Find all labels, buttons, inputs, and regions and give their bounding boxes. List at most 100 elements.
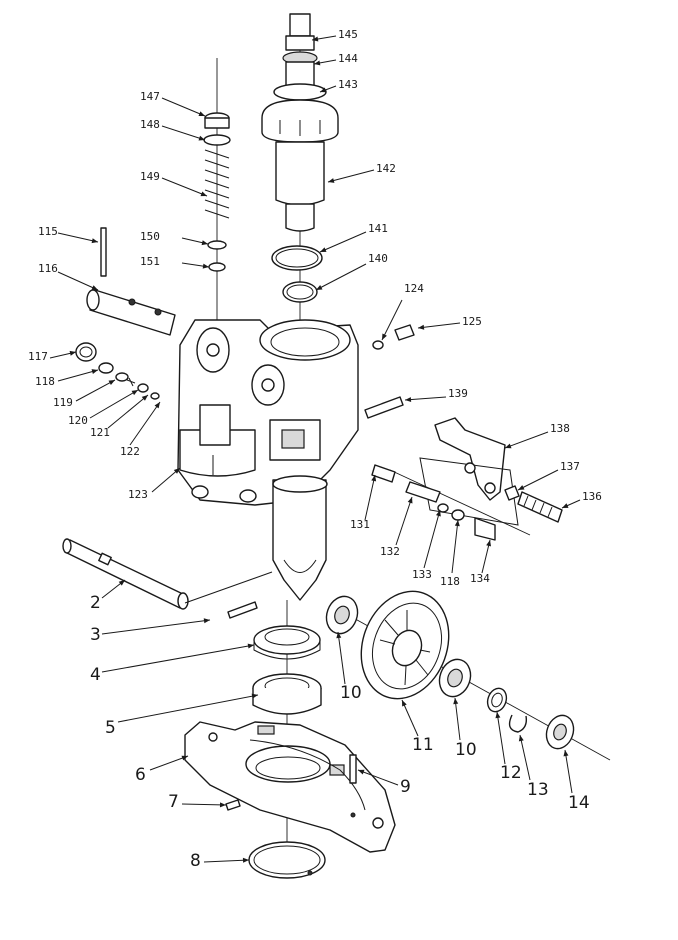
relief-valve-parts [75,342,160,400]
leader-line [129,401,161,446]
leader-arrowhead [402,700,407,707]
leader-arrowhead [201,240,208,246]
leader-arrowhead [418,324,425,330]
leader-arrowhead [316,285,323,290]
leader-line [203,859,250,863]
part-number-label: 121 [90,426,110,439]
part-number-label: 4 [90,665,101,685]
leader-line [57,271,99,291]
leader-line [451,519,459,574]
base-plate [184,721,396,879]
part-number-label: 12 [500,763,522,783]
leader-arrowhead [328,178,335,183]
leader-arrowhead [371,475,377,482]
leader-arrowhead [181,755,188,761]
part-number-label: 9 [400,777,411,797]
part-number-label: 118 [35,375,55,388]
leader-arrowhead [154,402,160,409]
leader-line [101,644,255,673]
leader-line [504,431,549,449]
part-number-label: 124 [404,282,424,295]
leader-line [149,755,189,771]
part-number-label: 141 [368,222,388,235]
leader-arrowhead [203,618,210,624]
part-number-label: 117 [28,350,48,363]
part-number-label: 115 [38,225,58,238]
leader-line [107,394,149,429]
leader-line [401,699,419,737]
leader-line [161,97,206,117]
part-number-label: 149 [140,170,160,183]
leader-arrowhead [69,350,76,356]
leader-line [454,697,461,741]
part-number-label: 142 [376,162,396,175]
leader-line [417,322,461,329]
part-number-label: 147 [140,90,160,103]
part-number-label: 139 [448,387,468,400]
leader-line [381,299,403,341]
leader-line [519,734,531,781]
leader-arrowhead [453,698,459,705]
part-number-label: 133 [412,568,432,581]
leader-arrowhead [198,135,205,141]
part-number-label: 145 [338,28,358,41]
part-number-label: 11 [412,735,434,755]
leader-arrowhead [118,580,125,586]
leader-line [337,631,346,685]
leader-arrowhead [454,520,460,527]
leader-arrowhead [405,397,412,403]
leader-arrowhead [407,497,413,504]
part-number-label: 8 [190,851,201,871]
part-number-label: 13 [527,780,549,800]
leader-arrowhead [314,60,321,66]
leader-line [423,509,441,569]
leader-arrowhead [358,769,365,775]
part-number-label: 138 [550,422,570,435]
leader-line [517,469,559,491]
leader-arrowhead [320,87,327,93]
leader-line [357,769,399,786]
part-number-callouts: 1451441431471481491421501511411401151161… [28,28,602,871]
leader-arrowhead [495,712,501,719]
leader-line [496,711,506,765]
leader-arrowhead [486,540,492,547]
release-lever-assembly [371,417,563,541]
part-number-label: 151 [140,255,160,268]
leader-line [57,369,99,382]
leader-line [117,694,259,723]
leader-line [161,177,208,197]
part-number-label: 120 [68,414,88,427]
part-number-label: 125 [462,315,482,328]
leader-arrowhead [173,468,180,474]
leader-arrowhead [505,443,512,449]
part-number-label: 140 [368,252,388,265]
leader-line [564,749,573,794]
part-number-label: 122 [120,445,140,458]
part-number-label: 118 [440,575,460,588]
leader-line [101,619,211,635]
leader-arrowhead [108,380,115,386]
part-number-label: 134 [470,572,490,585]
o-rings [271,245,323,303]
leader-arrowhead [91,285,98,290]
leader-arrowhead [202,263,209,269]
leader-arrowhead [131,390,138,396]
leader-arrowhead [91,238,98,244]
leader-line [181,803,227,806]
leader-arrowhead [336,632,342,639]
leader-arrowhead [91,369,98,375]
leader-line [364,474,376,521]
leader-line [319,231,367,253]
leader-line [57,232,99,243]
leader-arrowhead [251,693,258,699]
leader-line [161,125,206,141]
leader-arrowhead [518,485,525,490]
part-number-label: 3 [90,625,101,645]
part-number-label: 10 [340,683,362,703]
leader-line [395,496,413,546]
part-number-label: 132 [380,545,400,558]
part-number-label: 136 [582,490,602,503]
part-number-label: 10 [455,740,477,760]
leader-arrowhead [312,36,319,42]
